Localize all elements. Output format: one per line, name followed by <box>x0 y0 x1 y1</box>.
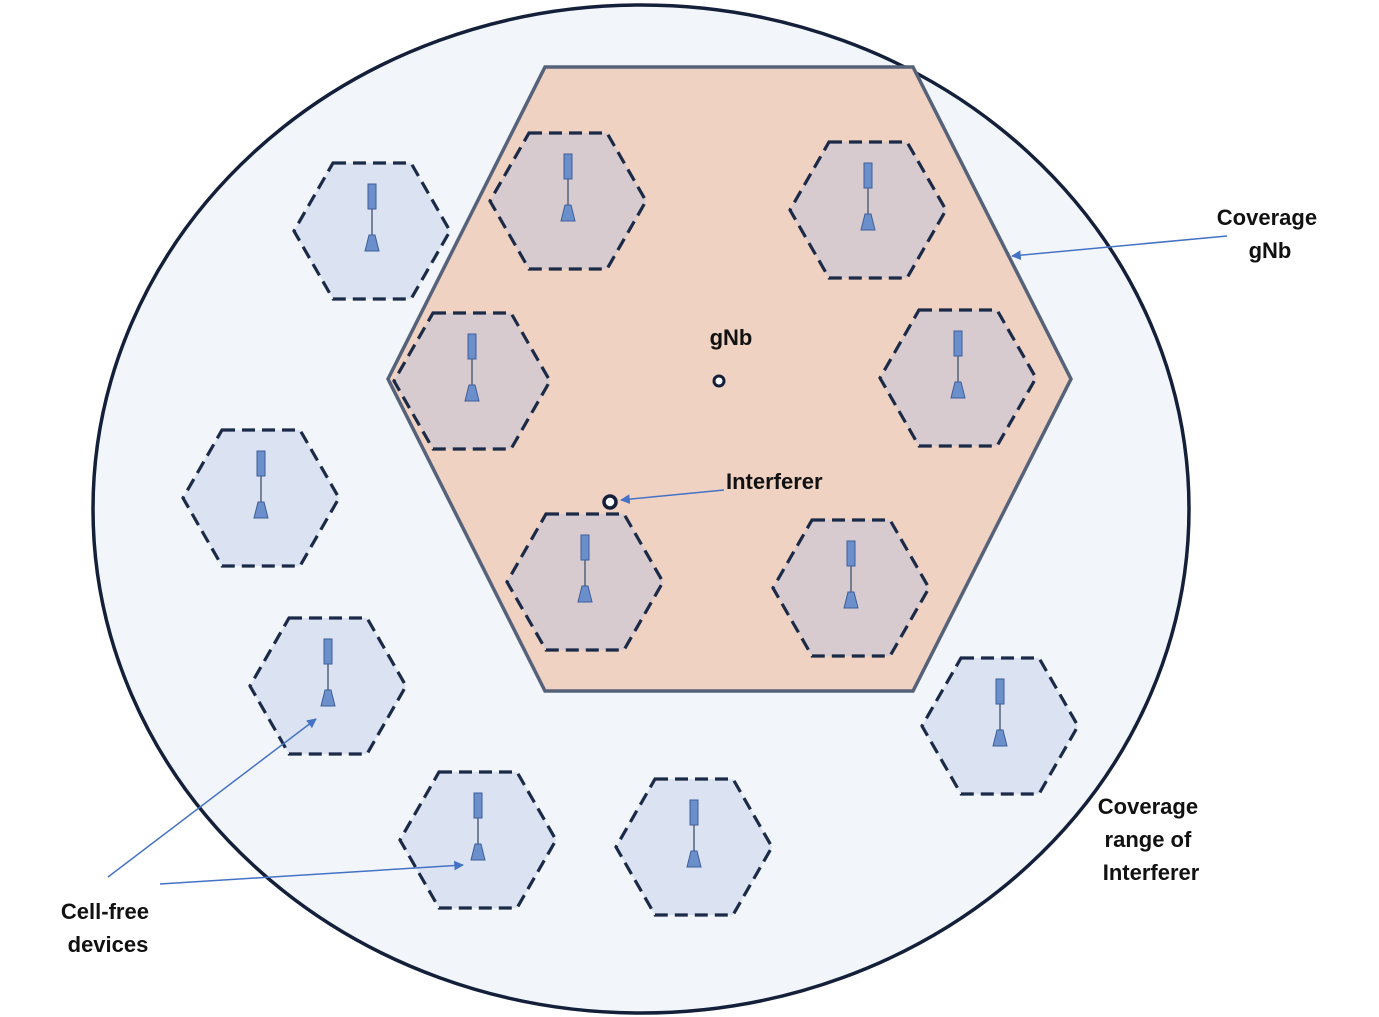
cell-free-device <box>920 656 1080 796</box>
cell-free-devices-arrow-lower <box>159 860 464 885</box>
antenna-base-icon <box>950 381 966 399</box>
interferer-arrow <box>620 489 725 505</box>
antenna-icon <box>473 792 483 819</box>
antenna-icon <box>467 333 477 360</box>
antenna-icon <box>846 540 856 567</box>
cell-free-device <box>488 131 648 271</box>
antenna-base-icon <box>686 850 702 868</box>
gnb-marker <box>712 374 726 388</box>
coverage-gnb-arrow <box>1011 235 1228 261</box>
antenna-icon <box>689 799 699 826</box>
antenna-icon <box>563 153 573 180</box>
cell-free-device <box>181 428 341 568</box>
antenna-base-icon <box>992 729 1008 747</box>
antenna-base-icon <box>470 843 486 861</box>
cell-free-device <box>878 308 1038 448</box>
cell-free-device <box>788 140 948 280</box>
antenna-icon <box>323 638 333 665</box>
cell-free-devices-label: Cell-free devices <box>61 899 155 957</box>
antenna-base-icon <box>860 213 876 231</box>
antenna-icon <box>256 450 266 477</box>
antenna-base-icon <box>577 585 593 603</box>
coverage-interferer-label-line1: Coverage <box>1098 794 1198 819</box>
coverage-interferer-label: Coverage range of Interferer <box>1098 794 1204 885</box>
antenna-base-icon <box>843 591 859 609</box>
antenna-icon <box>995 678 1005 705</box>
coverage-interferer-label-line2: range of <box>1105 827 1192 852</box>
cell-free-devices-label-line1: Cell-free <box>61 899 149 924</box>
cell-free-device <box>392 311 552 451</box>
antenna-icon <box>863 162 873 189</box>
coverage-gnb-label: Coverage gNb <box>1217 205 1323 263</box>
cell-free-device <box>248 616 408 756</box>
cell-free-device <box>614 777 774 917</box>
gnb-label: gNb <box>710 325 753 350</box>
cell-free-device <box>292 161 452 301</box>
coverage-gnb-label-line1: Coverage <box>1217 205 1317 230</box>
antenna-base-icon <box>320 689 336 707</box>
interferer-label: Interferer <box>726 469 823 494</box>
antenna-base-icon <box>560 204 576 222</box>
cell-free-device <box>398 770 558 910</box>
coverage-interferer-label-line3: Interferer <box>1103 860 1200 885</box>
antenna-base-icon <box>364 234 380 252</box>
cell-free-devices-arrow-upper <box>107 718 317 878</box>
antenna-icon <box>953 330 963 357</box>
antenna-icon <box>580 534 590 561</box>
antenna-base-icon <box>253 501 269 519</box>
antenna-base-icon <box>464 384 480 402</box>
interferer-marker <box>602 494 618 510</box>
cell-free-devices-group <box>181 131 1080 917</box>
coverage-gnb-label-line2: gNb <box>1249 238 1292 263</box>
antenna-icon <box>367 183 377 210</box>
cell-free-devices-label-line2: devices <box>68 932 149 957</box>
cell-free-device <box>505 512 665 652</box>
cell-free-device <box>771 518 931 658</box>
